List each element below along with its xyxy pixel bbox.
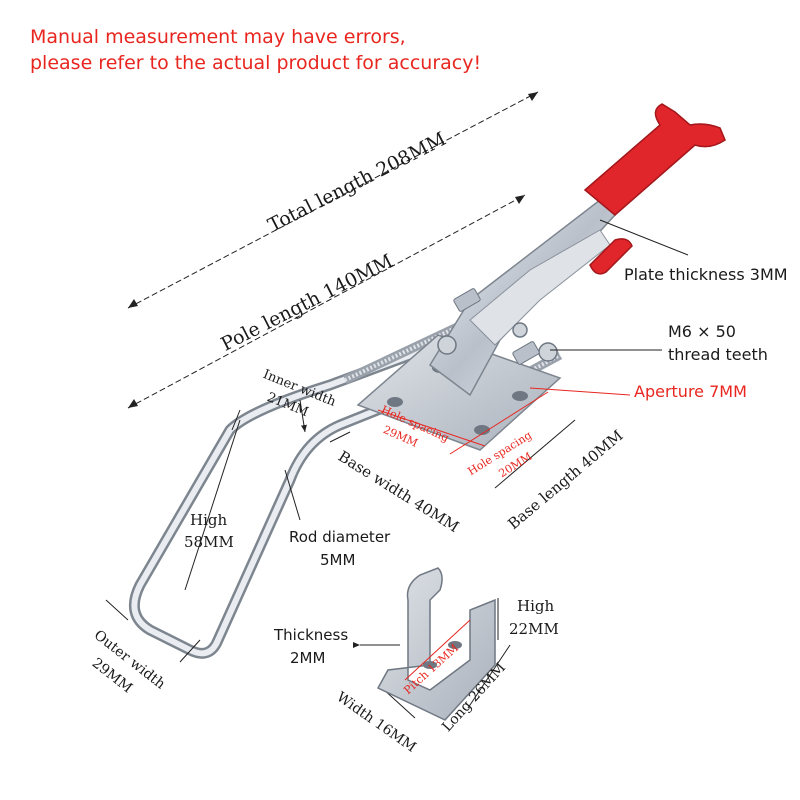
loop-height-label: High (190, 511, 228, 529)
lever-body (429, 199, 617, 397)
rod-diameter-value: 5MM (320, 551, 356, 569)
dimension-arrowheads (128, 92, 538, 408)
aperture-label: Aperture 7MM (634, 382, 747, 401)
thread-size-label: M6 × 50 (668, 322, 736, 341)
accuracy-notice-line-1: Manual measurement may have errors, (30, 26, 406, 48)
label-pointer-lines (105, 219, 689, 719)
wire-loop-rod (128, 327, 476, 659)
hole-spacing-marks (377, 387, 631, 455)
plate-thickness-label: Plate thickness 3MM (624, 265, 788, 284)
catch-height-label: High (517, 597, 555, 615)
loop-height-value: 58MM (184, 533, 234, 551)
base-plate (356, 334, 562, 451)
total-length-dimension-line (127, 91, 539, 409)
red-handle-grips (583, 103, 726, 275)
rod-diameter-label: Rod diameter (289, 528, 391, 546)
catch-height-value: 22MM (509, 620, 559, 638)
thread-teeth-label: thread teeth (668, 345, 768, 364)
accuracy-notice-line-2: please refer to the actual product for a… (30, 52, 482, 74)
thickness-value: 2MM (290, 649, 326, 667)
catch-plate (376, 567, 496, 721)
thickness-label: Thickness (274, 626, 349, 644)
